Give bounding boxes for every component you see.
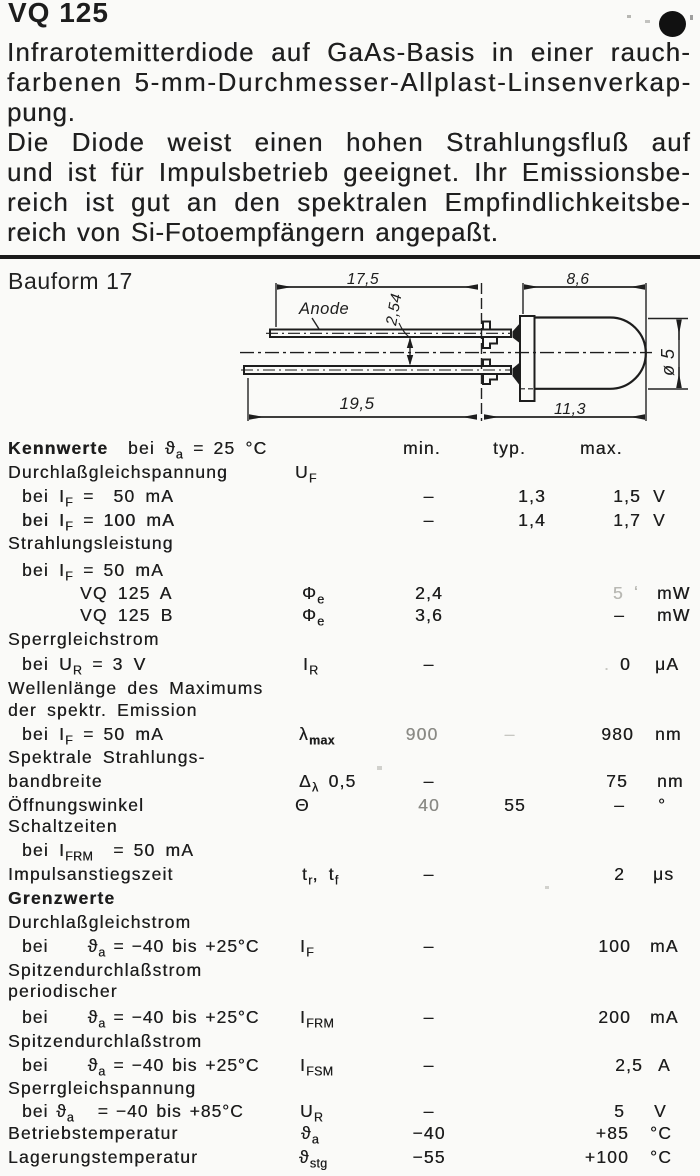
- svg-text:11,3: 11,3: [554, 401, 586, 418]
- svg-text:17,5: 17,5: [347, 271, 379, 288]
- svg-text:8,6: 8,6: [566, 271, 589, 288]
- svg-text:Anode: Anode: [298, 300, 349, 318]
- svg-text:2,54: 2,54: [383, 292, 406, 328]
- svg-text:19,5: 19,5: [339, 394, 374, 413]
- svg-text:ø 5: ø 5: [658, 348, 678, 376]
